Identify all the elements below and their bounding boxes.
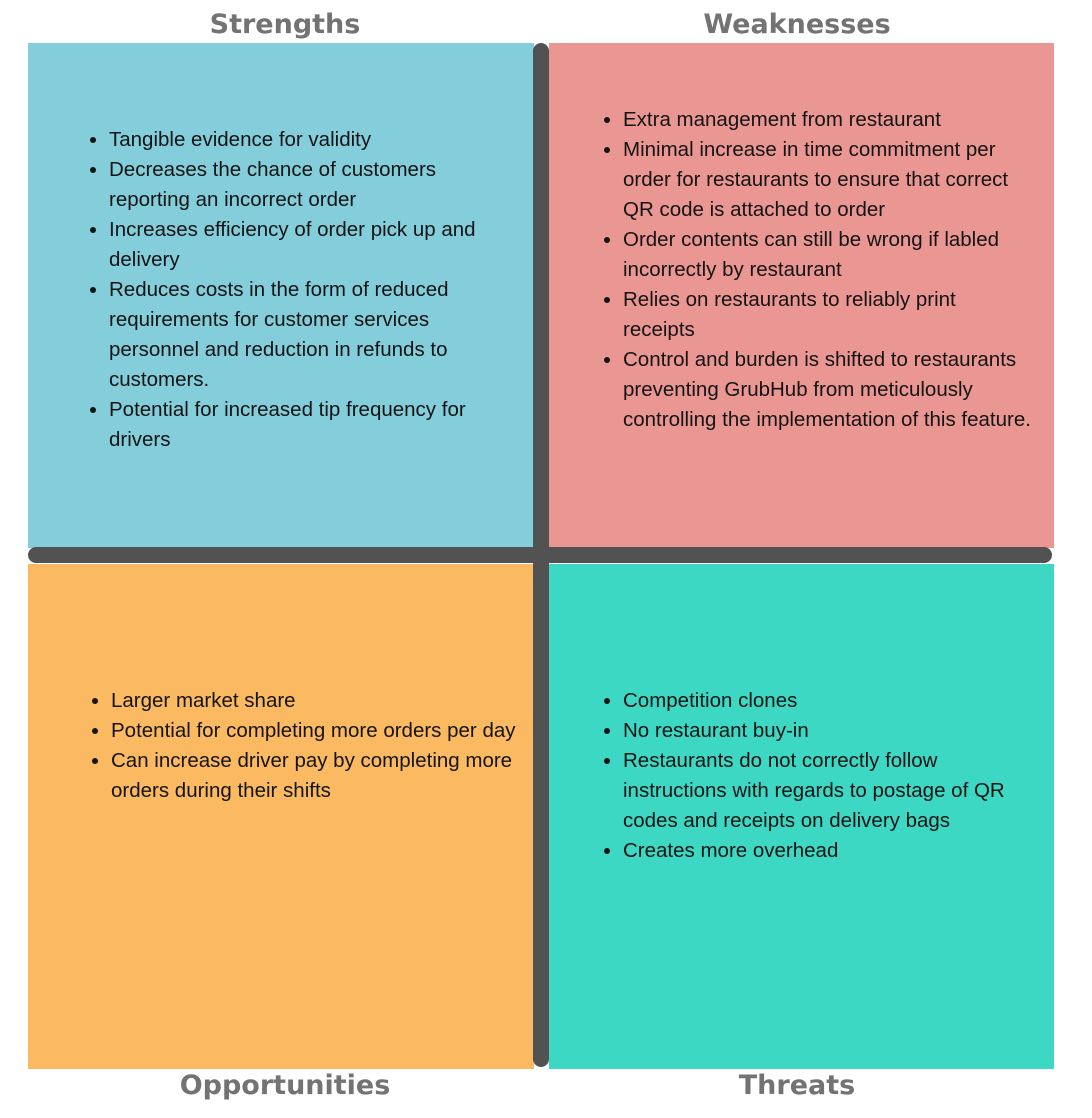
strengths-item: Potential for increased tip frequency fo…	[109, 395, 519, 455]
weaknesses-item: Control and burden is shifted to restaur…	[623, 345, 1033, 435]
strengths-list: Tangible evidence for validity Decreases…	[83, 125, 519, 455]
threats-item: Competition clones	[623, 686, 1033, 716]
opportunities-heading: Opportunities	[179, 1070, 391, 1101]
weaknesses-list: Extra management from restaurant Minimal…	[597, 105, 1033, 435]
weaknesses-item: Minimal increase in time commitment per …	[623, 135, 1033, 225]
opportunities-item: Potential for completing more orders per…	[111, 716, 521, 746]
weaknesses-item: Extra management from restaurant	[623, 105, 1033, 135]
threats-list: Competition clones No restaurant buy-in …	[597, 686, 1033, 866]
horizontal-divider	[28, 547, 1052, 563]
opportunities-list: Larger market share Potential for comple…	[85, 686, 521, 806]
threats-item: Restaurants do not correctly follow inst…	[623, 746, 1033, 836]
threats-quadrant	[549, 564, 1054, 1069]
opportunities-quadrant	[28, 564, 534, 1069]
threats-item: No restaurant buy-in	[623, 716, 1033, 746]
threats-item: Creates more overhead	[623, 836, 1033, 866]
strengths-quadrant	[28, 43, 534, 548]
opportunities-item: Can increase driver pay by completing mo…	[111, 746, 521, 806]
weaknesses-quadrant	[549, 43, 1054, 548]
weaknesses-heading: Weaknesses	[703, 9, 891, 40]
strengths-heading: Strengths	[209, 9, 361, 40]
weaknesses-item: Order contents can still be wrong if lab…	[623, 225, 1033, 285]
weaknesses-item: Relies on restaurants to reliably print …	[623, 285, 1033, 345]
strengths-item: Decreases the chance of customers report…	[109, 155, 519, 215]
threats-heading: Threats	[738, 1070, 856, 1101]
strengths-item: Increases efficiency of order pick up an…	[109, 215, 519, 275]
strengths-item: Tangible evidence for validity	[109, 125, 519, 155]
opportunities-item: Larger market share	[111, 686, 521, 716]
strengths-item: Reduces costs in the form of reduced req…	[109, 275, 519, 395]
